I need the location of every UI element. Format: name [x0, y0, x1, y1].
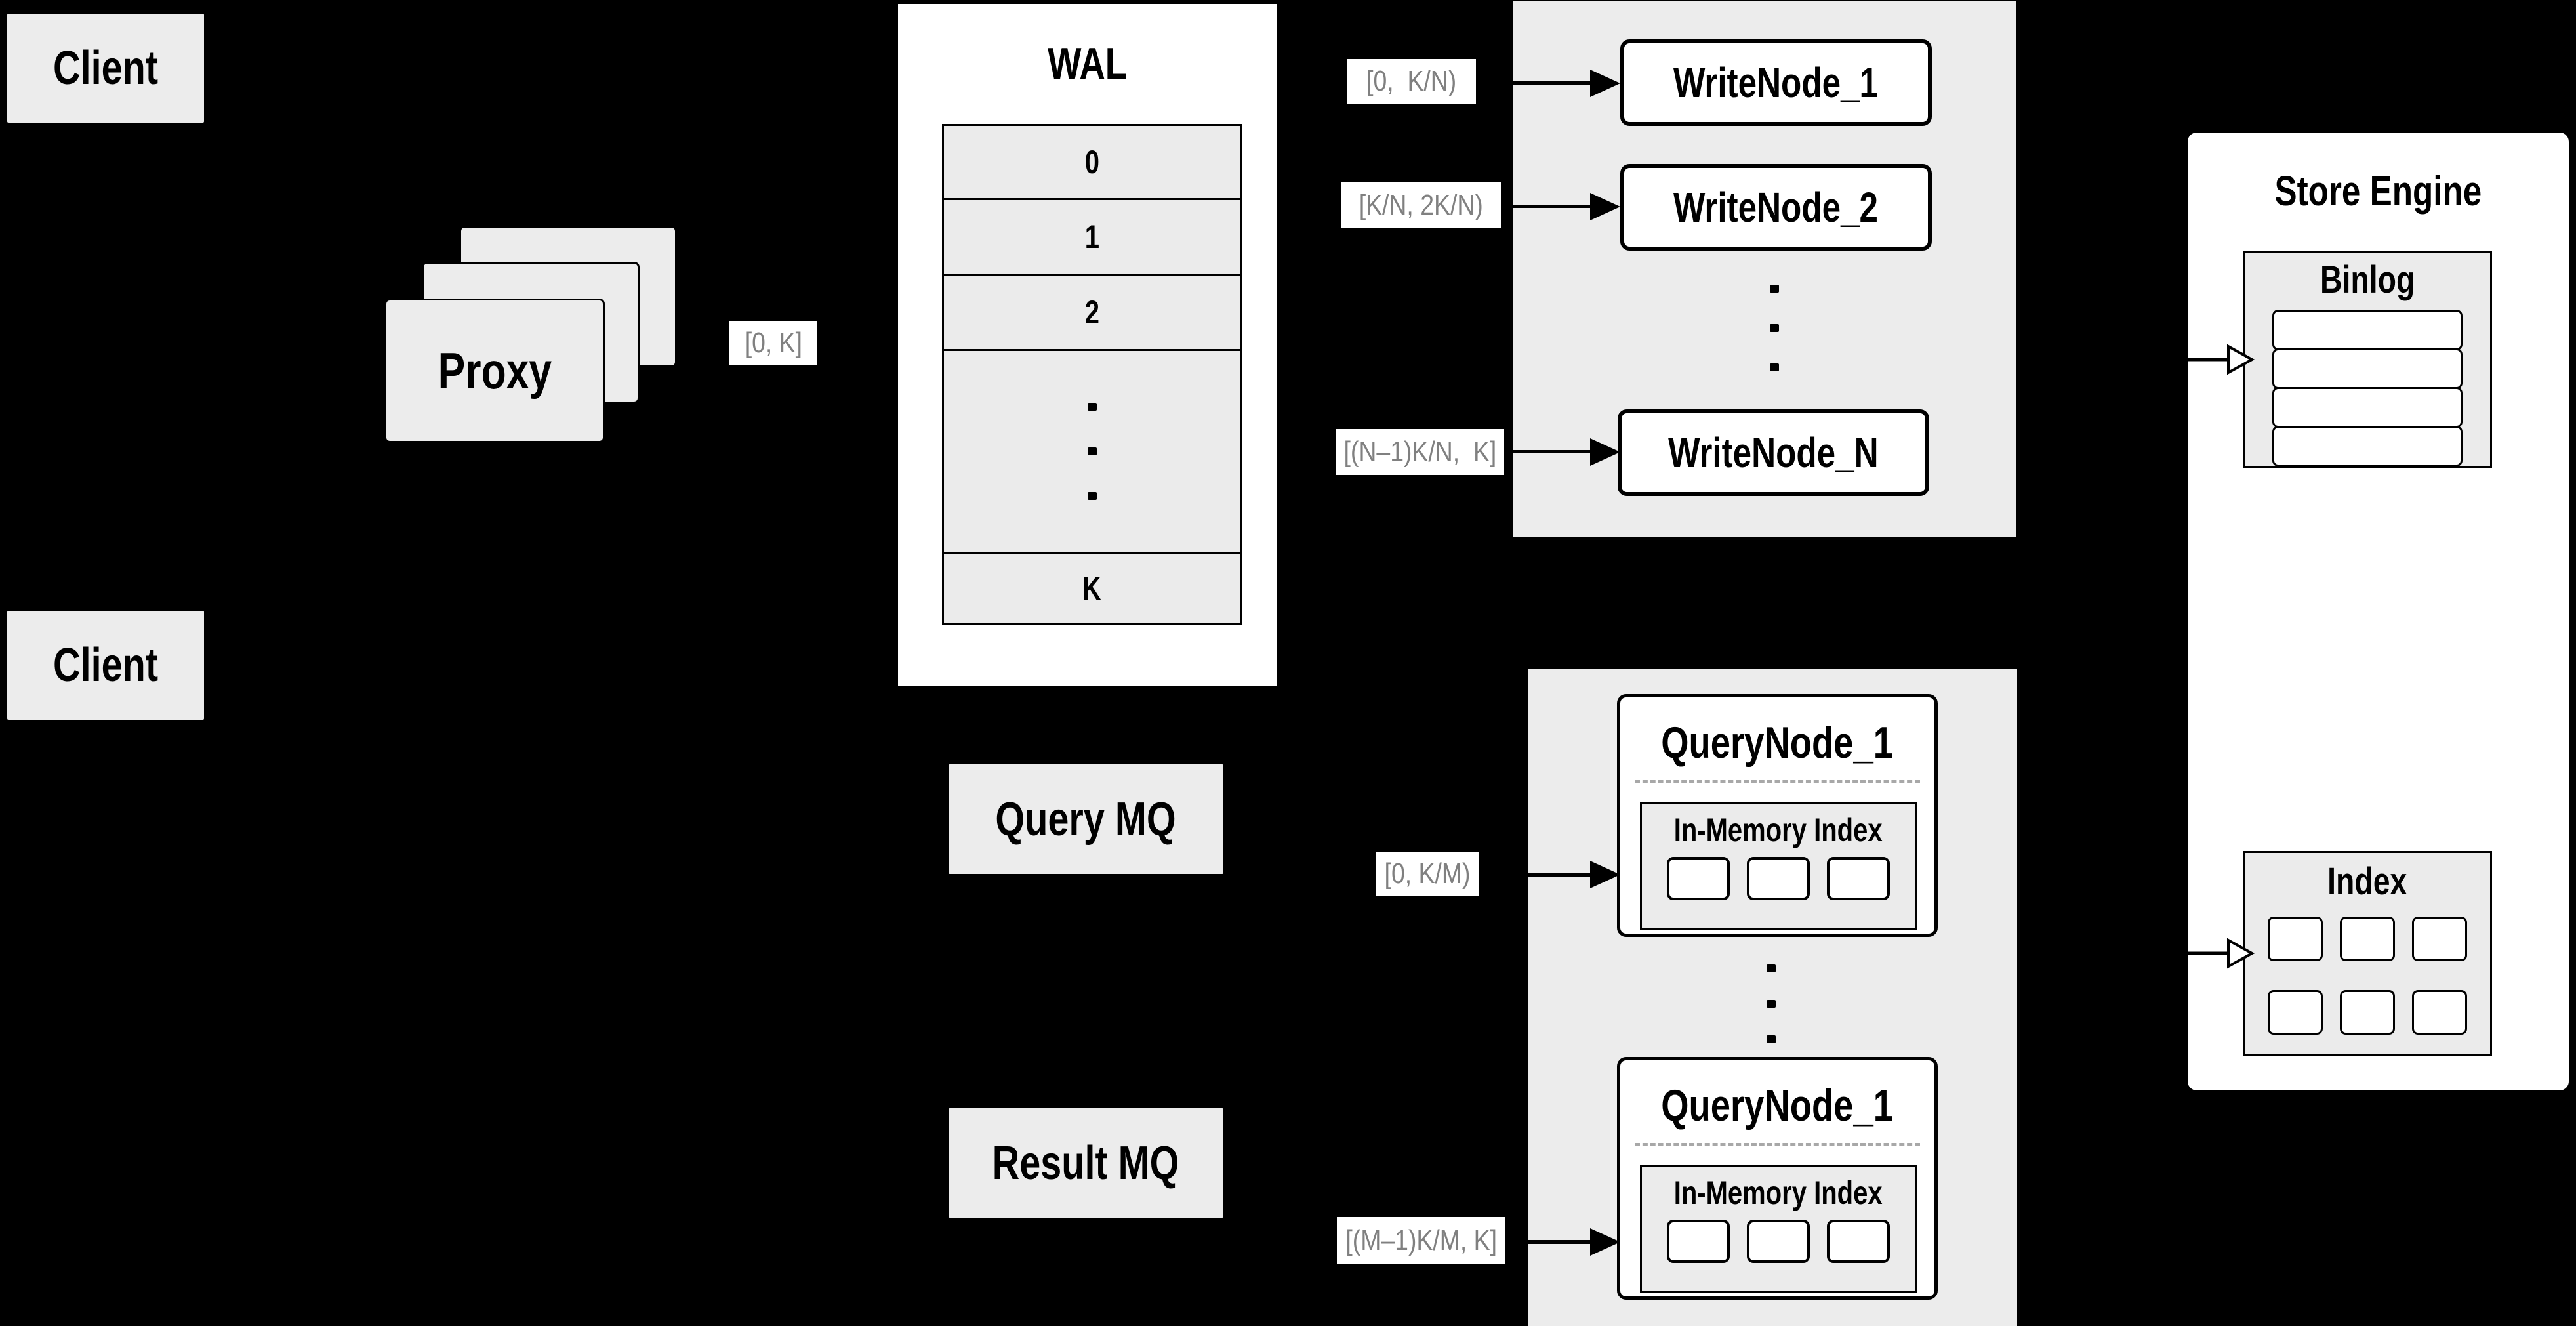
edge-label-to-writenode-n: [(N–1)K/N, K] [1336, 429, 1504, 475]
in-memory-slot [1667, 857, 1730, 900]
in-memory-slots [1642, 857, 1915, 900]
wal-panel: WAL 0 1 2 K [895, 1, 1280, 688]
in-memory-slot [1667, 1220, 1730, 1263]
open-arrow-to-binlog-icon [2186, 344, 2255, 375]
index-slot [2340, 917, 2395, 961]
wal-title: WAL [1048, 39, 1128, 89]
in-memory-index-box: In-Memory Index [1640, 1165, 1917, 1293]
binlog-slots [2245, 310, 2490, 466]
store-engine-title: Store Engine [2274, 167, 2482, 215]
write-node-2: WriteNode_2 [1620, 164, 1932, 251]
index-slot [2412, 990, 2467, 1035]
edge-label-to-querynode-m: [(M–1)K/M, K] [1337, 1217, 1505, 1264]
index-slot [2268, 990, 2323, 1035]
arrowhead-icon [1590, 70, 1620, 97]
query-node-bottom: QueryNode_1 In-Memory Index [1617, 1057, 1938, 1300]
client-box-top: Client [5, 12, 206, 125]
proxy-card-front: Proxy [384, 299, 605, 443]
index-slots [2245, 917, 2490, 1035]
query-node-title: QueryNode_1 [1661, 1081, 1894, 1130]
index-slot [2412, 917, 2467, 961]
edge-label-to-writenode-1: [0, K/N) [1347, 59, 1476, 104]
write-nodes-group: WriteNode_1 WriteNode_2 WriteNode_N [1513, 1, 2016, 537]
result-mq-label: Result MQ [992, 1136, 1179, 1190]
query-nodes-group: QueryNode_1 In-Memory Index QueryNode_1 [1528, 669, 2017, 1326]
arrowhead-icon [1590, 438, 1620, 466]
in-memory-slot [1827, 857, 1890, 900]
proxy-stack: Proxy [384, 226, 677, 443]
client-bottom-label: Client [52, 639, 158, 692]
binlog-title: Binlog [2320, 259, 2415, 301]
store-engine-panel: Store Engine Binlog Index [2185, 130, 2571, 1093]
edge-label-to-querynode-1: [0, K/M) [1376, 852, 1479, 896]
index-slot [2340, 990, 2395, 1035]
vertical-ellipsis-icon [1087, 403, 1097, 411]
in-memory-index-title: In-Memory Index [1674, 812, 1883, 848]
in-memory-slots [1642, 1220, 1915, 1263]
binlog-box: Binlog [2243, 251, 2492, 468]
wal-segment-row-0: 0 [944, 126, 1240, 200]
wal-segment-row-1: 1 [944, 200, 1240, 276]
index-title: Index [2327, 860, 2407, 903]
in-memory-index-title: In-Memory Index [1674, 1174, 1883, 1211]
index-box: Index [2243, 851, 2492, 1056]
wal-segment-row-k: K [944, 554, 1240, 623]
proxy-label: Proxy [438, 341, 552, 400]
result-mq-box: Result MQ [947, 1106, 1225, 1220]
binlog-slot [2272, 348, 2463, 389]
write-node-n: WriteNode_N [1618, 409, 1929, 496]
edge-label-to-writenode-2: [K/N, 2K/N) [1341, 182, 1501, 228]
in-memory-index-box: In-Memory Index [1640, 802, 1917, 930]
index-slot [2268, 917, 2323, 961]
vertical-ellipsis-icon [1770, 285, 1779, 371]
in-memory-slot [1747, 1220, 1810, 1263]
write-node-1: WriteNode_1 [1620, 39, 1932, 126]
query-node-title: QueryNode_1 [1661, 718, 1894, 768]
client-top-label: Client [52, 42, 158, 94]
binlog-slot [2272, 310, 2463, 350]
arrowhead-icon [1590, 1228, 1620, 1256]
edge-label-proxy-to-wal: [0, K] [729, 321, 817, 365]
binlog-slot [2272, 387, 2463, 428]
in-memory-slot [1747, 857, 1810, 900]
wal-ellipsis-row [944, 351, 1240, 554]
open-arrow-to-index-icon [2186, 938, 2255, 969]
dashed-divider [1635, 1143, 1920, 1146]
dashed-divider [1635, 780, 1920, 783]
client-box-bottom: Client [5, 609, 206, 722]
arrowhead-icon [1590, 193, 1620, 220]
query-node-top: QueryNode_1 In-Memory Index [1617, 694, 1938, 937]
in-memory-slot [1827, 1220, 1890, 1263]
query-mq-label: Query MQ [995, 793, 1177, 846]
wal-segment-row-2: 2 [944, 276, 1240, 351]
vertical-ellipsis-icon [1767, 964, 1776, 1043]
wal-segment-table: 0 1 2 K [942, 124, 1242, 625]
binlog-slot [2272, 426, 2463, 466]
query-mq-box: Query MQ [947, 762, 1225, 876]
arrowhead-icon [1590, 861, 1620, 888]
